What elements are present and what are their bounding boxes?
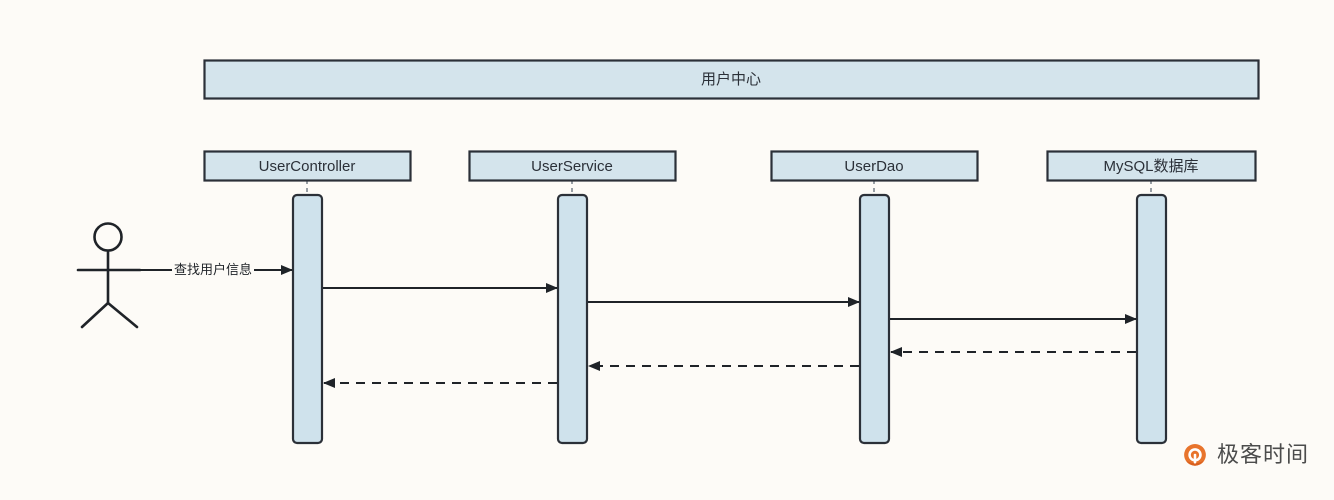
participant-boxes: [203, 150, 1257, 182]
activation-bar-mysql: [1135, 193, 1168, 445]
message-arrows: [140, 265, 1137, 388]
participant-label-usercontroller: UserController: [258, 158, 356, 175]
participant-label-userdao: UserDao: [844, 158, 904, 175]
lifelines: [306, 180, 1152, 197]
participant-box-mysql: [1046, 150, 1257, 182]
watermark-brand: 极客时间: [1217, 443, 1310, 468]
watermark: 极客时间: [1180, 441, 1309, 471]
participant-label-userservice: UserService: [531, 158, 613, 175]
activation-bar-usercontroller: [291, 193, 324, 445]
participant-box-userservice: [468, 150, 677, 182]
participant-label-mysql: MySQL数据库: [1103, 158, 1199, 175]
actor-head-icon: [93, 222, 123, 252]
message-label-actor-controller: 查找用户信息: [172, 262, 255, 277]
geektime-logo-icon: [1184, 444, 1206, 466]
participant-box-userdao: [770, 150, 979, 182]
activation-bar-userservice: [556, 193, 589, 445]
actor-stick-figure: [76, 222, 142, 329]
activation-bars: [291, 193, 1168, 445]
diagram-title-bar: [203, 59, 1260, 100]
actor-leg-left: [80, 301, 110, 329]
activation-bar-userdao: [858, 193, 891, 445]
diagram-title: 用户中心: [700, 71, 761, 88]
participant-box-usercontroller: [203, 150, 412, 182]
actor-leg-right: [106, 301, 139, 329]
